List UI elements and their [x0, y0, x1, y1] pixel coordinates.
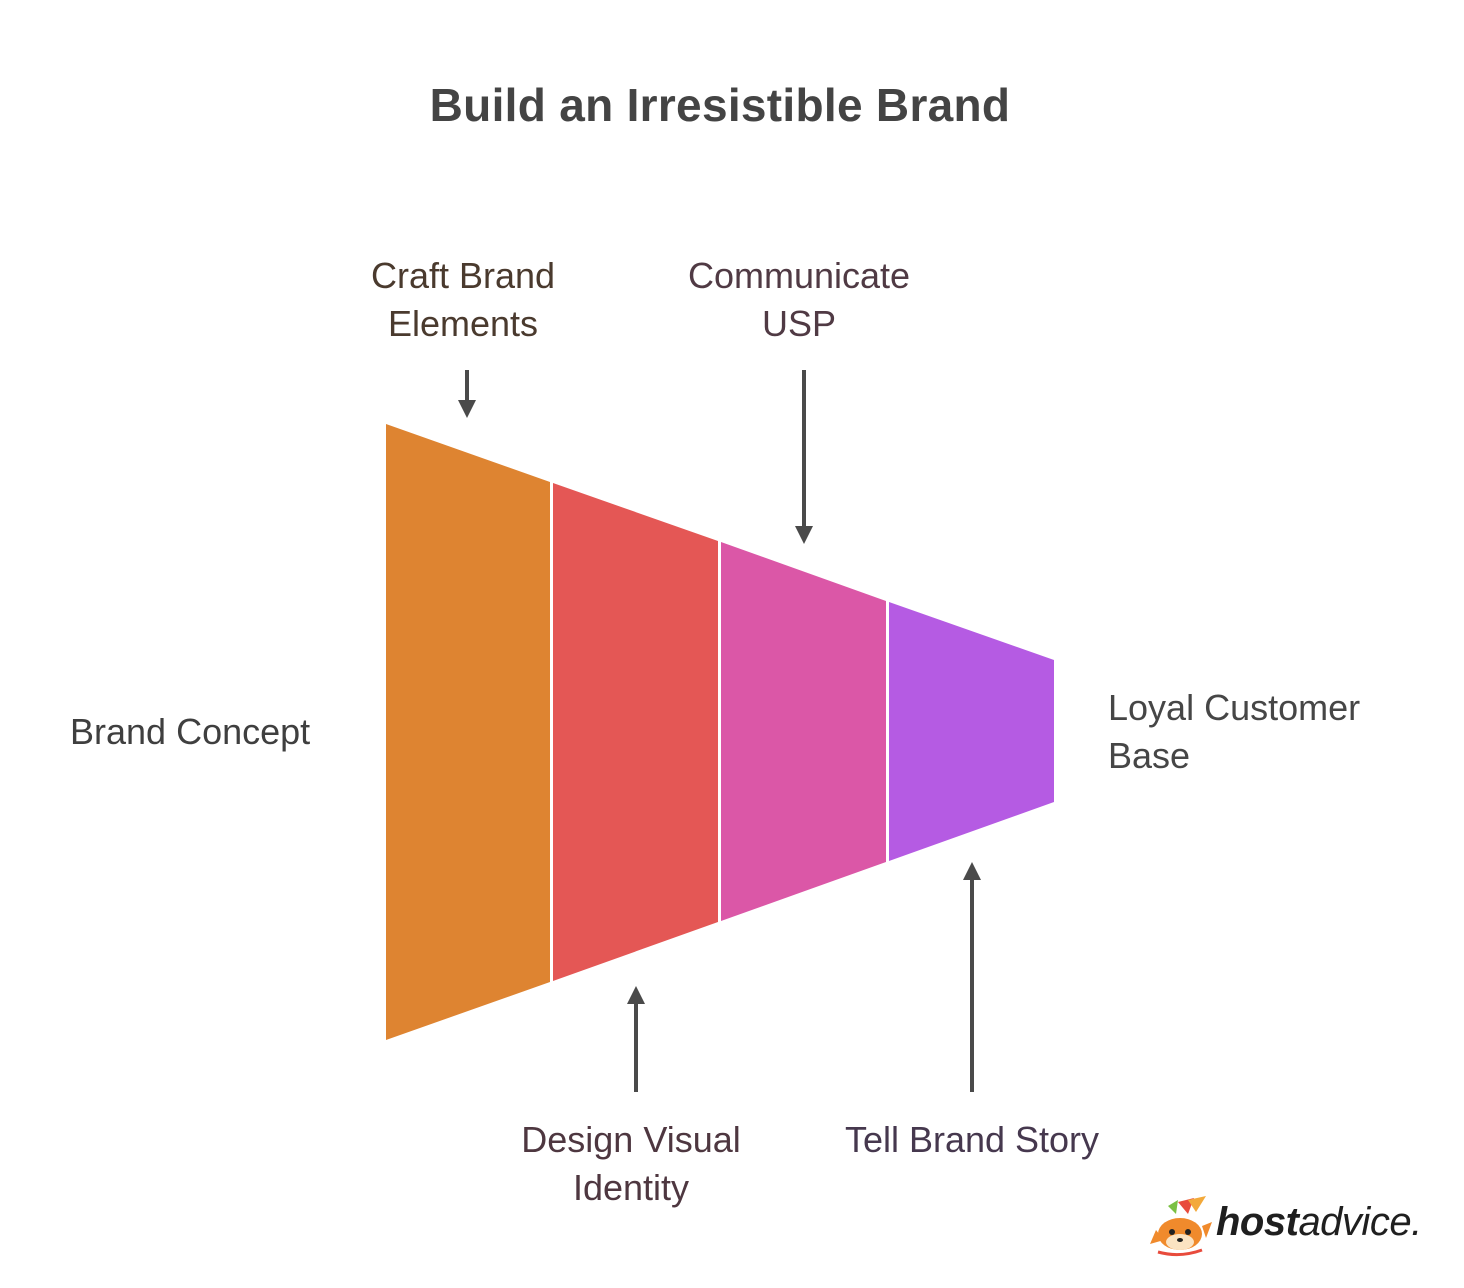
step-label-line: Identity [572, 1167, 690, 1208]
step-label-line: Communicate [687, 255, 911, 296]
logo-wordmark-bold: host [1216, 1200, 1299, 1244]
end-label-line: Loyal Customer [1108, 687, 1361, 728]
arrow-up-design [627, 986, 645, 1092]
arrow-down-craft [458, 370, 476, 418]
step-label-line: Design Visual [521, 1119, 741, 1160]
step-label-design-visual-identity: Design Visual Identity [496, 1116, 766, 1212]
step-arrows [458, 370, 981, 1092]
logo-wordmark-rest: advice. [1298, 1200, 1422, 1244]
step-label-craft-brand-elements: Craft Brand Elements [342, 252, 584, 348]
start-label-text: Brand Concept [70, 711, 311, 752]
end-label-line: Base [1108, 735, 1191, 776]
hostadvice-logo: hostadvice. [1148, 1196, 1422, 1260]
funnel-segment-tell-brand-story [889, 602, 1054, 861]
step-label-communicate-usp: Communicate USP [660, 252, 938, 348]
step-label-line: Tell Brand Story [844, 1119, 1100, 1160]
step-label-line: USP [761, 303, 837, 344]
funnel-segment-design-visual-identity [553, 483, 718, 981]
arrow-down-usp [795, 370, 813, 544]
step-label-tell-brand-story: Tell Brand Story [820, 1116, 1124, 1164]
funnel-segment-communicate-usp [721, 542, 886, 921]
fox-mascot-icon [1150, 1196, 1212, 1257]
funnel-segment-craft-brand-elements [386, 424, 550, 1040]
start-label: Brand Concept [70, 708, 310, 756]
step-label-line: Elements [387, 303, 539, 344]
step-label-line: Craft Brand [370, 255, 556, 296]
end-label: Loyal Customer Base [1108, 684, 1360, 780]
page-title: Build an Irresistible Brand [429, 79, 1011, 131]
logo-wordmark: hostadvice. [1216, 1200, 1422, 1245]
arrow-up-story [963, 862, 981, 1092]
